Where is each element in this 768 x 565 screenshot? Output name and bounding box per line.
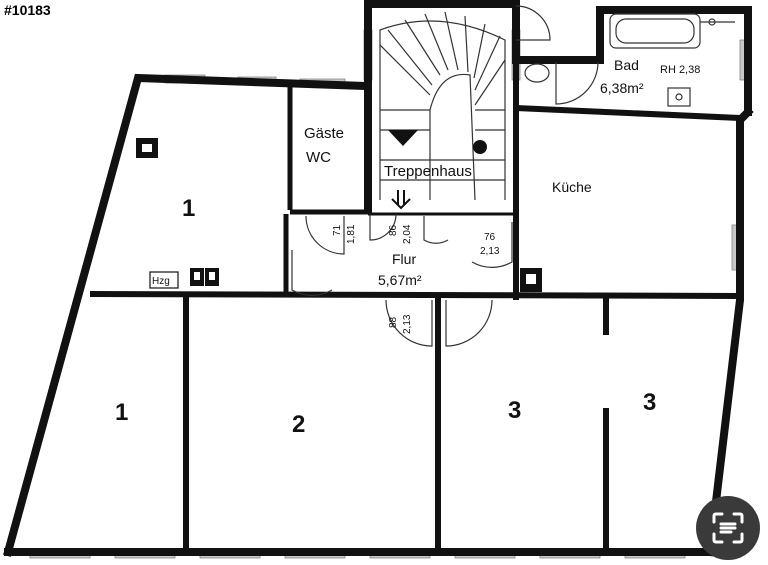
door-wc-stair (369, 213, 397, 241)
door-hall-right (471, 222, 513, 268)
toilet (524, 63, 550, 83)
room-3-right-label: 3 (643, 389, 656, 416)
room-2-label: 2 (292, 411, 305, 438)
stairwell-label: Treppenhaus (384, 163, 472, 180)
door-dim-1-height: 1,81 (346, 224, 357, 244)
door-dimensions: 71 1,81 86 2,04 76 2,13 88 2,13 (332, 224, 500, 334)
bathtub (609, 13, 701, 49)
shaft-hzg-1-inner (194, 272, 200, 280)
door-dim-3-height: 2,13 (480, 246, 500, 257)
bathtub-inner (615, 18, 695, 44)
door-dim-4-height: 2,13 (402, 314, 413, 334)
door-room1-upper (291, 250, 333, 296)
room-1-lower-label: 1 (115, 399, 128, 426)
room-1-upper-label: 1 (182, 195, 195, 222)
bath-name-label: Bad (614, 57, 639, 73)
shaft-upper-inner (142, 144, 152, 152)
guest-wc-label-line1: Gäste (304, 125, 344, 142)
document-scan-icon (712, 512, 744, 544)
doors (291, 5, 599, 347)
bath-area-label: 6,38m² (600, 80, 644, 96)
door-bath (555, 61, 599, 105)
shaft-blocks (136, 138, 542, 292)
stair-down-arrow-icon (388, 130, 418, 146)
stair-entry-arrow-icon (391, 190, 411, 210)
interior-walls (89, 60, 741, 552)
door-room2 (385, 299, 433, 347)
shaft-kitchen-inner (526, 274, 536, 284)
exterior-walls (3, 0, 754, 557)
stair-core (429, 73, 476, 201)
hall-name-label: Flur (392, 251, 416, 267)
door-dim-3-width: 76 (484, 232, 496, 243)
door-dim-1-width: 71 (332, 224, 343, 236)
door-dim-2-width: 86 (388, 224, 399, 236)
door-small-hall (423, 216, 449, 244)
door-hall-left (305, 215, 345, 255)
stair-outline (379, 20, 506, 200)
stair-newel-post (473, 140, 487, 154)
document-scan-button[interactable] (696, 496, 760, 560)
heating-box (149, 271, 179, 289)
listing-id: #10183 (4, 2, 51, 18)
room-3-left-label: 3 (508, 397, 521, 424)
staircase (379, 11, 506, 210)
heating-label: Hzg (152, 276, 170, 287)
hall-area-label: 5,67m² (378, 272, 422, 288)
bathroom-fixtures (524, 13, 735, 107)
door-stair-top (515, 5, 551, 41)
bath-height-label: RH 2,38 (660, 64, 700, 76)
door-dim-2-height: 2,04 (402, 224, 413, 244)
door-dim-4-width: 88 (388, 316, 399, 328)
door-room3 (445, 299, 493, 347)
shaft-hzg-2-inner (209, 272, 215, 280)
sink (667, 87, 691, 107)
kitchen-label: Küche (552, 179, 592, 195)
guest-wc-label-line2: WC (306, 149, 331, 166)
